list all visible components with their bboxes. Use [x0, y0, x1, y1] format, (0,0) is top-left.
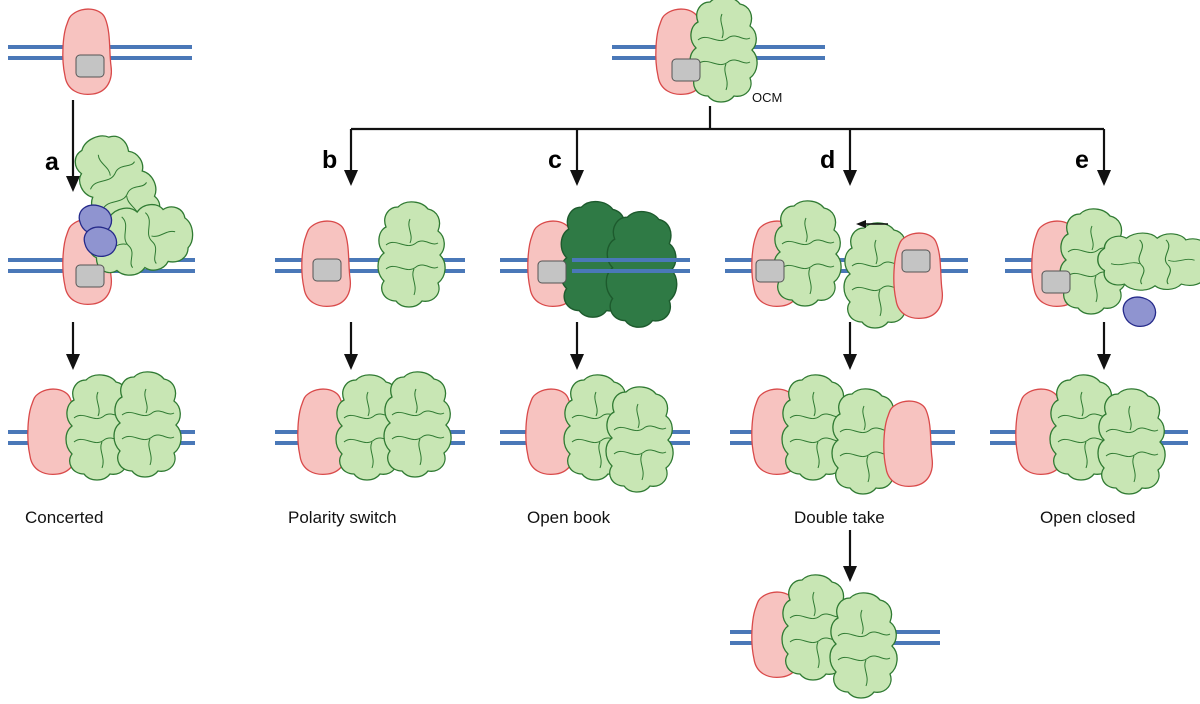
- panel-b: b Polarity switch: [275, 146, 465, 527]
- translocation-arrow-icon: [856, 220, 888, 228]
- caption-open-book: Open book: [527, 508, 611, 527]
- panel-e: e Open closed: [990, 146, 1200, 527]
- orc-protein-icon: [62, 8, 113, 96]
- arrow-d3: [843, 530, 857, 582]
- panel-letter-e: e: [1075, 146, 1089, 174]
- dna-c-mid-over: [572, 258, 690, 273]
- cdc6-protein-icon: [75, 54, 105, 78]
- mcm-hexamer-icon: [605, 386, 674, 493]
- panel-letter-c: c: [548, 146, 562, 174]
- arrow-e1: [1097, 129, 1111, 186]
- arrow-a1: [66, 100, 80, 192]
- ocm-label: OCM: [752, 90, 782, 105]
- cdc6-protein-icon: [75, 264, 105, 288]
- panel-d: d: [725, 146, 968, 699]
- mcm-hexamer-icon: [1097, 388, 1166, 495]
- cdc6-protein-icon: [671, 58, 701, 82]
- arrow-a2: [66, 322, 80, 370]
- arrow-e2: [1097, 322, 1111, 370]
- arrow-b1: [344, 129, 358, 186]
- caption-concerted: Concerted: [25, 508, 103, 527]
- cdc6-protein-icon: [312, 258, 342, 282]
- caption-open-closed: Open closed: [1040, 508, 1135, 527]
- cdc6-protein-icon: [901, 249, 931, 273]
- mcm-hexamer-icon: [377, 201, 446, 308]
- arrow-c1: [570, 129, 584, 186]
- cdc6-protein-icon: [1041, 270, 1071, 294]
- branching-tree: [351, 106, 1104, 131]
- panel-letter-b: b: [322, 146, 337, 174]
- arrow-d2: [843, 322, 857, 370]
- mcm-hexamer-icon: [113, 371, 182, 478]
- caption-polarity-switch: Polarity switch: [288, 508, 397, 527]
- mcm-hexamer-icon: [383, 371, 452, 478]
- ocm-complex: OCM: [612, 0, 825, 105]
- orc-protein-icon: [893, 232, 944, 320]
- panel-c: c Open book: [500, 146, 690, 527]
- panel-letter-a: a: [45, 148, 60, 176]
- mcm-open-hexamer-icon: [1097, 232, 1200, 291]
- arrow-c2: [570, 322, 584, 370]
- orc-protein-icon: [883, 400, 934, 488]
- cdt1-protein-icon: [1122, 296, 1157, 328]
- caption-double-take: Double take: [794, 508, 885, 527]
- cdt1-protein-icon: [83, 226, 118, 258]
- panel-a: a Concerted: [8, 8, 199, 527]
- arrow-b2: [344, 322, 358, 370]
- arrow-d1: [843, 129, 857, 186]
- cdc6-protein-icon: [755, 259, 785, 283]
- cdc6-protein-icon: [537, 260, 567, 284]
- mcm-hexamer-icon: [689, 0, 758, 103]
- panel-letter-d: d: [820, 146, 835, 174]
- mcm-hexamer-icon: [773, 200, 842, 307]
- mcm-hexamer-icon: [829, 592, 898, 699]
